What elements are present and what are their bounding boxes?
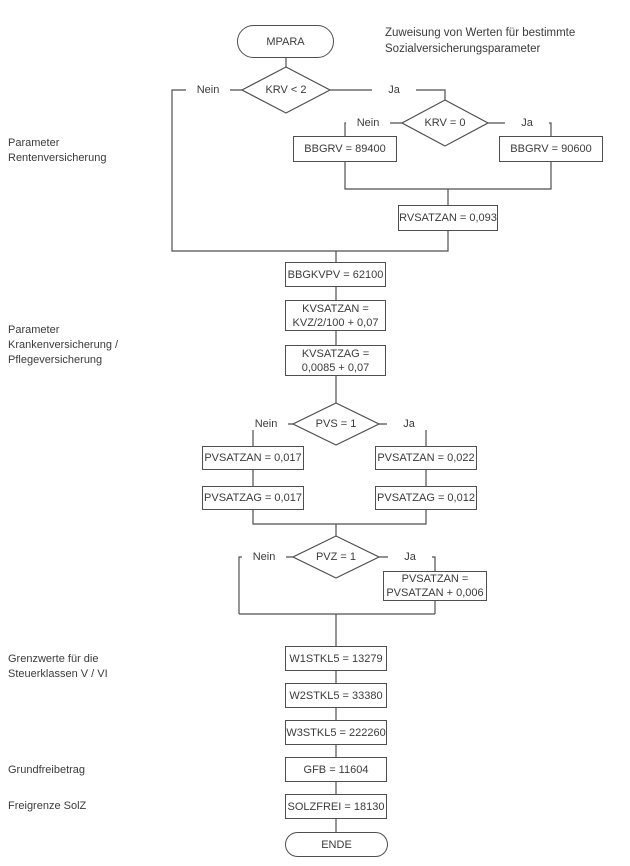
edge-label-pvz-ja: Ja bbox=[388, 551, 432, 563]
process-bbgrv-ja: BBGRV = 90600 bbox=[499, 136, 603, 162]
edge-label-pvz-nein: Nein bbox=[242, 551, 286, 563]
process-bbgkvpv: BBGKVPV = 62100 bbox=[285, 262, 386, 287]
side-label-grenzwerte: Grenzwerte für die Steuerklassen V / VI bbox=[8, 653, 108, 680]
connector-bbgrv-merge bbox=[344, 162, 552, 190]
decision-label-pvs: PVS = 1 bbox=[315, 418, 357, 430]
decision-diamond-krv0 bbox=[400, 99, 490, 147]
edge-label-pvs-nein: Nein bbox=[244, 418, 288, 430]
process-rvsatzan: RVSATZAN = 0,093 bbox=[398, 205, 498, 231]
process-bbgrv-nein: BBGRV = 89400 bbox=[293, 136, 397, 162]
process-pvsatzag-nein: PVSATZAG = 0,017 bbox=[202, 486, 304, 510]
chart-title: Zuweisung von Werten für bestimmte Sozia… bbox=[385, 27, 576, 55]
process-w1stkl5: W1STKL5 = 13279 bbox=[285, 646, 387, 671]
decision-label-krv2: KRV < 2 bbox=[265, 84, 307, 96]
connector-krv2-yes bbox=[330, 89, 446, 100]
decision-label-pvz: PVZ = 1 bbox=[315, 551, 357, 563]
side-label-grundfreibetrag: Grundfreibetrag bbox=[8, 764, 86, 776]
edge-label-pvs-ja: Ja bbox=[387, 418, 431, 430]
process-w2stkl5: W2STKL5 = 33380 bbox=[285, 683, 387, 708]
process-pvsatzag-ja: PVSATZAG = 0,012 bbox=[375, 486, 477, 510]
decision-label-krv0: KRV = 0 bbox=[424, 117, 466, 129]
process-gfb: GFB = 11604 bbox=[285, 757, 387, 782]
side-label-rentenversicherung: Parameter Rentenversicherung bbox=[8, 137, 107, 164]
process-pvsatzan-ja: PVSATZAN = 0,022 bbox=[375, 446, 477, 470]
process-pvsatzan-nein: PVSATZAN = 0,017 bbox=[202, 446, 304, 470]
edge-label-krv2-nein: Nein bbox=[186, 84, 230, 96]
process-solzfrei: SOLZFREI = 18130 bbox=[285, 794, 387, 819]
decision-diamond-pvz bbox=[291, 535, 381, 579]
process-kvsatzag: KVSATZAG = 0,0085 + 0,07 bbox=[285, 345, 386, 376]
process-pvsatzan-plus: PVSATZAN = PVSATZAN + 0,006 bbox=[383, 571, 487, 601]
edge-label-krv0-nein: Nein bbox=[346, 117, 390, 129]
side-label-freigrenze-solz: Freigrenze SolZ bbox=[8, 800, 87, 812]
side-label-krankenversicherung: Parameter Krankenversicherung / Pflegeve… bbox=[8, 324, 119, 366]
decision-diamond-krv2 bbox=[240, 66, 332, 114]
decision-diamond-pvs bbox=[291, 402, 381, 446]
start-terminator: MPARA bbox=[237, 25, 334, 58]
process-w3stkl5: W3STKL5 = 222260 bbox=[285, 720, 387, 745]
edge-label-krv0-ja: Ja bbox=[505, 117, 549, 129]
end-terminator: ENDE bbox=[285, 832, 388, 857]
connector-pvsatzag-merge bbox=[252, 510, 427, 525]
edge-label-krv2-ja: Ja bbox=[372, 84, 416, 96]
connector-pvz-no bbox=[238, 556, 293, 614]
process-kvsatzan: KVSATZAN = KVZ/2/100 + 0,07 bbox=[285, 300, 386, 331]
